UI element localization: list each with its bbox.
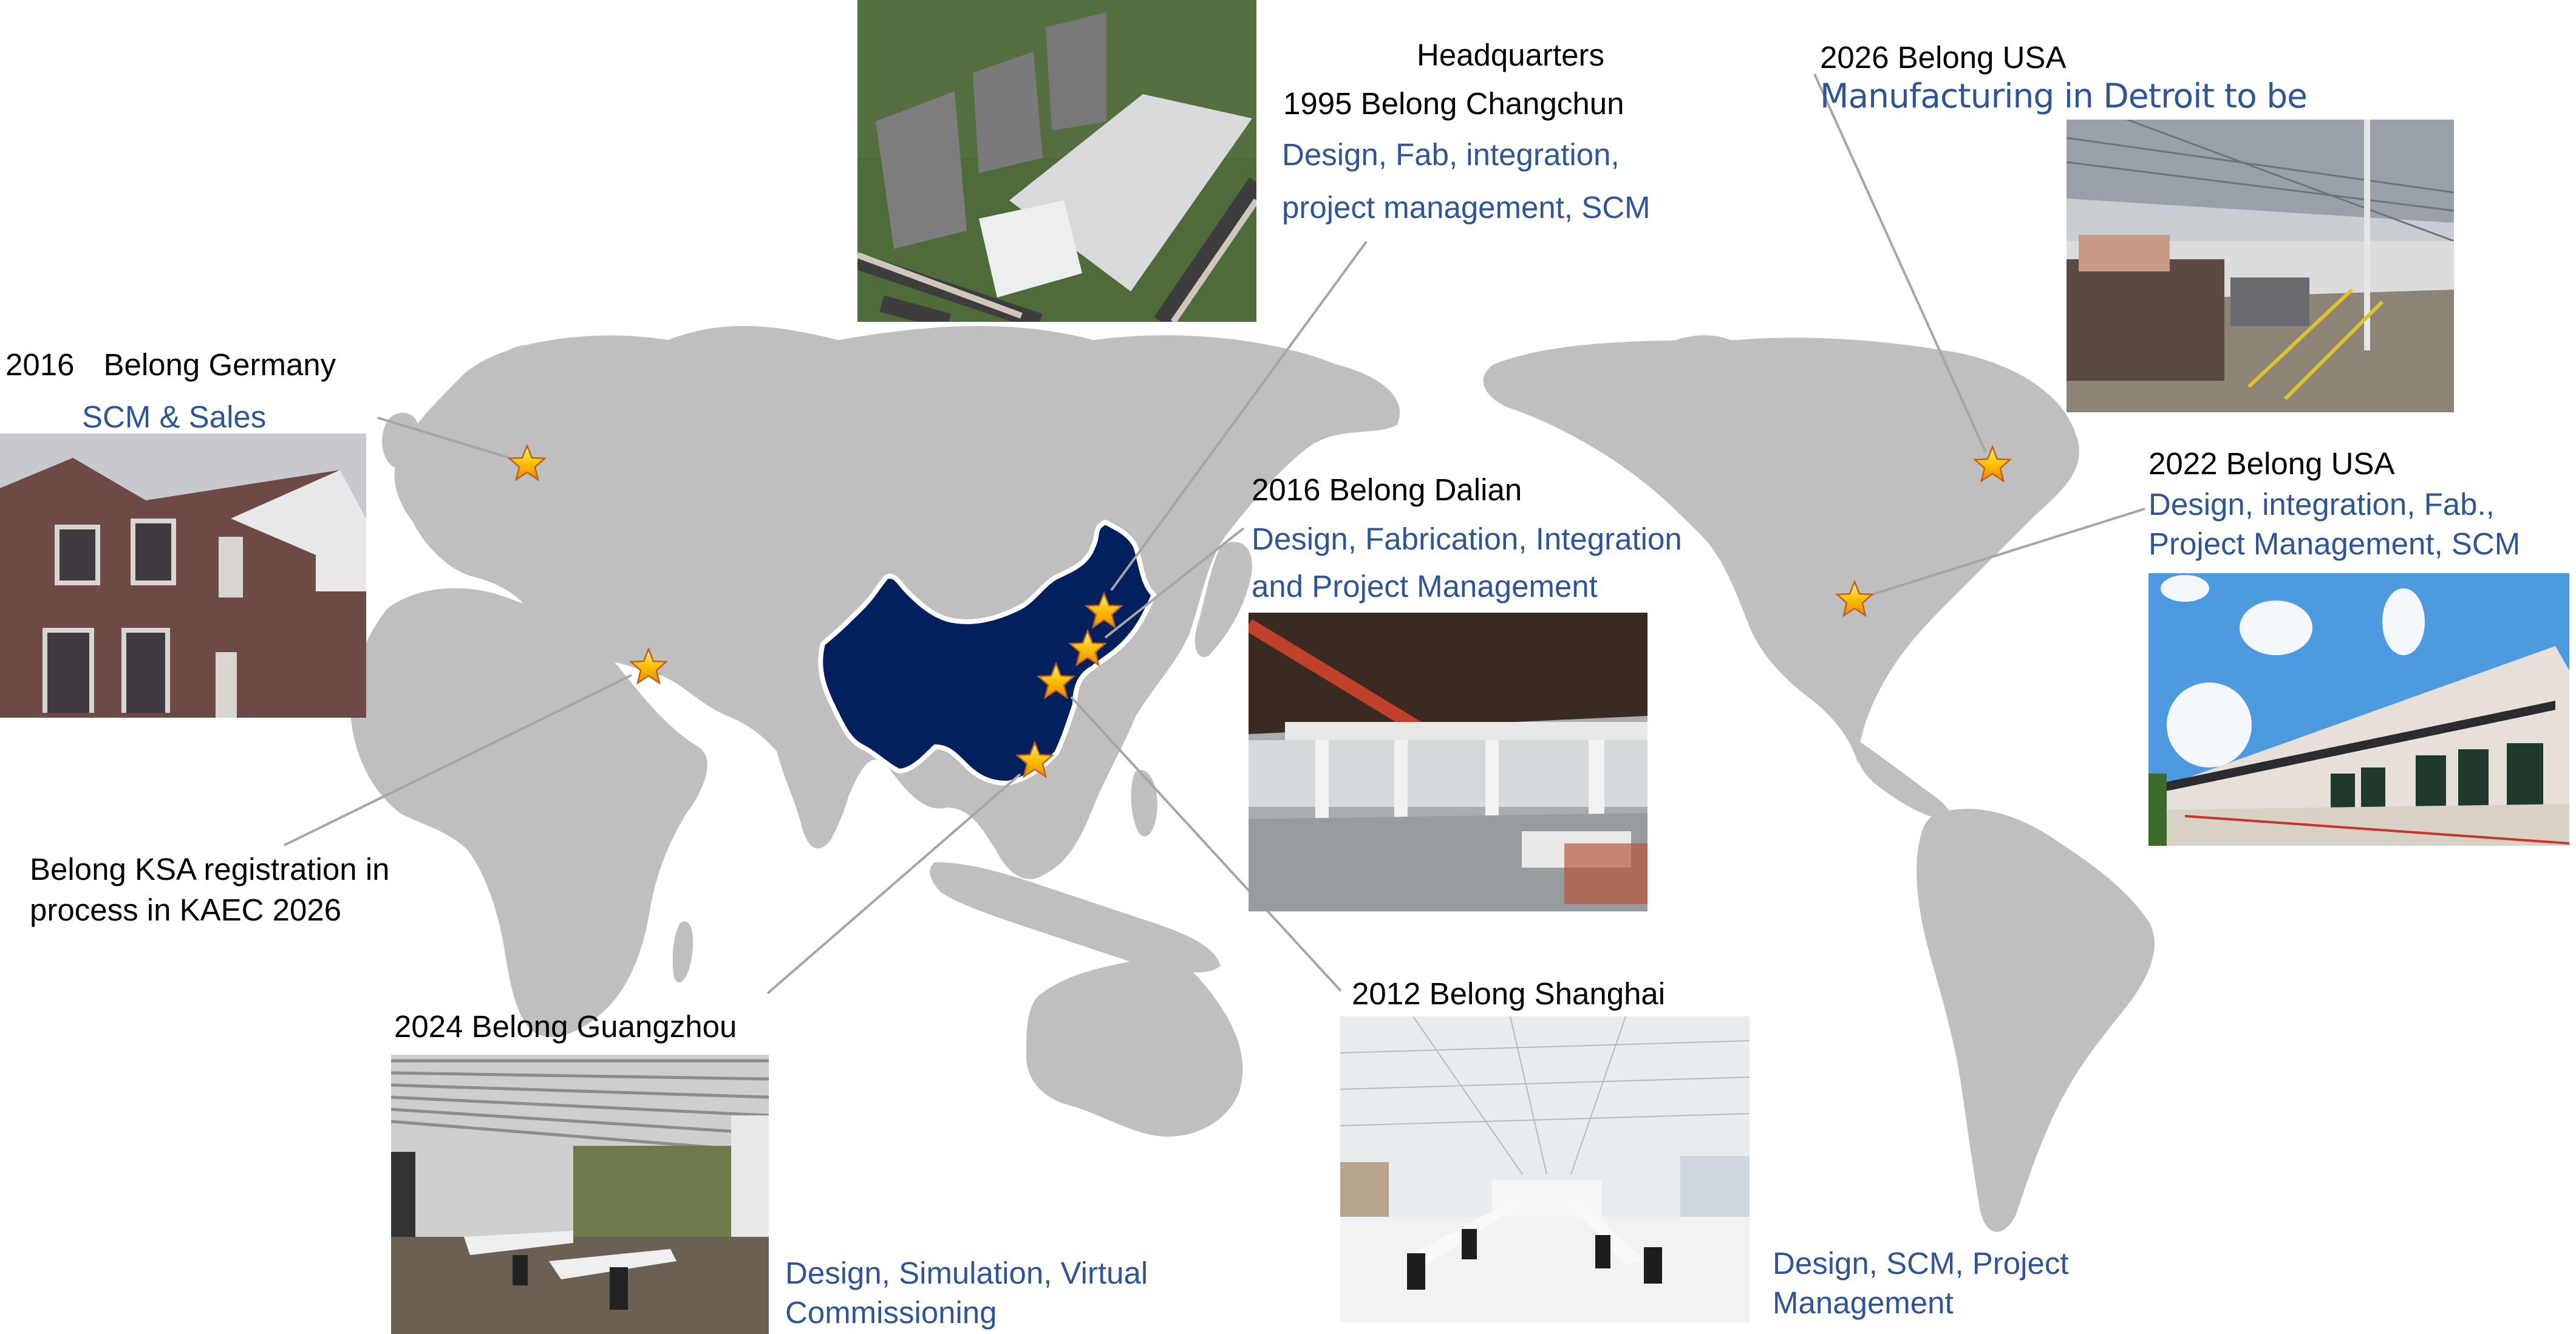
star-icon xyxy=(1015,741,1054,778)
usa-2022-desc-line2: Project Management, SCM xyxy=(2148,526,2521,561)
philippines xyxy=(1131,770,1157,837)
hq-building-photo xyxy=(857,0,1256,322)
hq-title: 1995 Belong Changchun xyxy=(1283,86,1624,121)
guangzhou-desc-line2: Commissioning xyxy=(785,1295,997,1330)
germany-year: 2016 xyxy=(5,347,75,382)
scandinavia xyxy=(471,345,546,443)
usa-2022-desc-line1: Design, integration, Fab., xyxy=(2148,487,2495,522)
hq-desc-line2: project management, SCM xyxy=(1282,190,1651,225)
star-icon xyxy=(1068,629,1107,667)
germany-building-photo xyxy=(0,434,366,718)
ksa-line1: Belong KSA registration in xyxy=(30,852,390,886)
indian-subcontinent xyxy=(776,716,852,849)
dalian-workshop-photo xyxy=(1249,613,1647,911)
guangzhou-desc-line1: Design, Simulation, Virtual xyxy=(785,1256,1148,1290)
germany-name: Belong Germany xyxy=(103,347,336,382)
guangzhou-title: 2024 Belong Guangzhou xyxy=(394,1009,737,1044)
star-icon xyxy=(1835,580,1874,618)
usa-2026-desc: Manufacturing in Detroit to be xyxy=(1820,77,2308,115)
australia xyxy=(1026,955,1243,1137)
germany-desc: SCM & Sales xyxy=(82,400,267,434)
star-marker-usa-2022 xyxy=(1835,580,1874,618)
guangzhou-office-photo xyxy=(391,1055,769,1334)
star-icon xyxy=(1037,662,1075,699)
shanghai-title: 2012 Belong Shanghai xyxy=(1352,976,1666,1011)
star-icon xyxy=(508,444,547,482)
detroit-warehouse-photo xyxy=(2067,120,2454,412)
star-icon xyxy=(1085,591,1123,629)
shanghai-desc-line2: Management xyxy=(1773,1285,1954,1320)
star-marker-ksa xyxy=(629,647,668,685)
south-america xyxy=(1917,809,2155,1232)
star-marker-shanghai xyxy=(1037,662,1075,699)
central-america xyxy=(1856,741,1951,820)
leader-shanghai xyxy=(1070,696,1342,992)
leader-usa-2022 xyxy=(1870,508,2145,596)
hq-desc-line1: Design, Fab, integration, xyxy=(1282,137,1620,172)
leader-changchun xyxy=(1110,240,1368,591)
star-icon xyxy=(1973,445,2012,483)
madagascar xyxy=(672,921,693,982)
shanghai-office-photo xyxy=(1340,1016,1750,1322)
leader-germany xyxy=(377,417,518,461)
star-marker-detroit xyxy=(1973,445,2012,483)
north-america xyxy=(1483,338,2079,765)
continents xyxy=(350,325,2155,1232)
greenland xyxy=(1669,335,1749,396)
star-marker-dalian xyxy=(1068,629,1107,667)
leader-lines xyxy=(284,73,2145,995)
star-icon xyxy=(629,647,668,685)
hq-label: Headquarters xyxy=(1417,38,1605,72)
usa-2022-title: 2022 Belong USA xyxy=(2148,446,2395,481)
usa-facility-photo xyxy=(2148,573,2569,846)
usa-2026-title: 2026 Belong USA xyxy=(1820,40,2067,75)
dalian-title: 2016 Belong Dalian xyxy=(1252,472,1522,507)
indonesia-islands xyxy=(930,862,1221,973)
germany-title: 2016 Belong Germany xyxy=(5,347,336,383)
leader-guangzhou xyxy=(766,773,1021,995)
leader-ksa xyxy=(284,674,632,846)
leader-dalian xyxy=(1104,527,1245,639)
star-marker-changchun xyxy=(1085,591,1123,629)
star-marker-guangzhou xyxy=(1015,741,1054,778)
china-highlight xyxy=(818,519,1157,786)
africa xyxy=(350,588,707,1037)
dalian-desc-line1: Design, Fabrication, Integration xyxy=(1252,522,1682,556)
leader-detroit xyxy=(1813,73,1987,453)
dalian-desc-line2: and Project Management xyxy=(1252,569,1598,604)
ksa-line2: process in KAEC 2026 xyxy=(30,893,342,927)
shanghai-desc-line1: Design, SCM, Project xyxy=(1773,1246,2069,1281)
star-marker-germany xyxy=(508,444,547,482)
japan xyxy=(1194,542,1252,657)
